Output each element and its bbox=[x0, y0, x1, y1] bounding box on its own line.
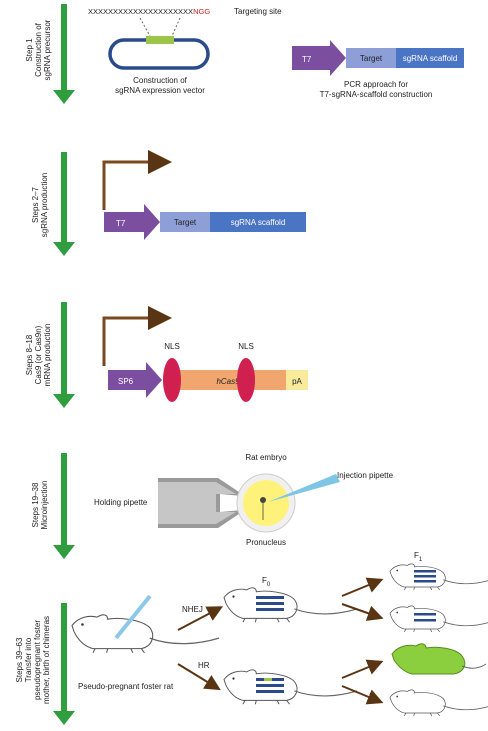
svg-text:Pseudo-pregnant foster rat: Pseudo-pregnant foster rat bbox=[78, 682, 174, 691]
nhej-path: NHEJ bbox=[177, 605, 224, 631]
svg-text:sgRNA production: sgRNA production bbox=[40, 173, 49, 237]
sgrna-expression-vector: Construction of sgRNA expression vector bbox=[108, 36, 210, 95]
svg-text:HR: HR bbox=[198, 661, 210, 670]
svg-text:Steps 19–38: Steps 19–38 bbox=[31, 482, 40, 527]
svg-text:sgRNA scaffold: sgRNA scaffold bbox=[231, 218, 286, 227]
holding-pipette: Holding pipette bbox=[94, 478, 242, 528]
svg-text:Target: Target bbox=[360, 54, 383, 63]
step-1-label: Step 1 Construction of sgRNA precursor bbox=[25, 19, 52, 80]
svg-text:Steps 39–63: Steps 39–63 bbox=[15, 637, 24, 682]
pcr-t7-construct: T7 Target sgRNA scaffold PCR approach fo… bbox=[292, 40, 464, 99]
svg-text:mRNA production: mRNA production bbox=[43, 324, 52, 387]
svg-text:Steps 2–7: Steps 2–7 bbox=[31, 186, 40, 223]
svg-text:Transfer into: Transfer into bbox=[24, 637, 33, 682]
svg-text:pA: pA bbox=[292, 377, 302, 386]
svg-text:Construction of: Construction of bbox=[34, 22, 43, 77]
foster-rat: Pseudo-pregnant foster rat bbox=[71, 594, 220, 691]
f1-rat-4 bbox=[389, 689, 488, 717]
svg-text:Targeting site: Targeting site bbox=[234, 7, 282, 16]
step-5-label: Steps 39–63 Transfer into pseudopregnant… bbox=[15, 616, 51, 704]
sp6-promoter-arrow bbox=[102, 306, 172, 366]
svg-text:T7: T7 bbox=[116, 219, 126, 228]
svg-text:T7-sgRNA-scaffold construction: T7-sgRNA-scaffold construction bbox=[320, 90, 433, 99]
svg-text:Construction of: Construction of bbox=[133, 76, 188, 85]
svg-text:T7: T7 bbox=[302, 55, 312, 64]
f0-nhej-rat bbox=[223, 587, 358, 623]
svg-text:NLS: NLS bbox=[238, 342, 254, 351]
svg-text:sgRNA expression vector: sgRNA expression vector bbox=[115, 86, 205, 95]
f1-rat-2 bbox=[389, 605, 488, 633]
step-arrow-3 bbox=[53, 302, 75, 408]
rat-embryo: Rat embryo bbox=[236, 453, 296, 533]
svg-text:sgRNA scaffold: sgRNA scaffold bbox=[403, 54, 458, 63]
svg-text:F0: F0 bbox=[262, 576, 271, 588]
svg-text:Cas9 (or Cas9n): Cas9 (or Cas9n) bbox=[34, 325, 43, 384]
f0-hr-rat bbox=[223, 669, 358, 705]
svg-text:sgRNA precursor: sgRNA precursor bbox=[43, 19, 52, 80]
svg-text:XXXXXXXXXXXXXXXXXXXXXNGG: XXXXXXXXXXXXXXXXXXXXXNGG bbox=[88, 7, 210, 16]
f1-rat-green bbox=[391, 643, 487, 675]
cas9-construct: SP6 hCas9 pA NLS NLS bbox=[108, 342, 308, 402]
svg-text:pseudopregnant foster: pseudopregnant foster bbox=[33, 620, 42, 700]
step-arrow-2 bbox=[53, 152, 75, 256]
svg-text:NHEJ: NHEJ bbox=[182, 605, 203, 614]
t7-sgrna-construct: T7 Target sgRNA scaffold bbox=[104, 204, 306, 240]
step-arrow-4 bbox=[53, 453, 75, 559]
svg-text:Microinjection: Microinjection bbox=[40, 481, 49, 530]
svg-text:Pronucleus: Pronucleus bbox=[246, 538, 286, 547]
step-3-label: Steps 8–18 Cas9 (or Cas9n) mRNA producti… bbox=[25, 324, 52, 387]
svg-text:hCas9: hCas9 bbox=[216, 377, 240, 386]
svg-text:Rat embryo: Rat embryo bbox=[245, 453, 287, 462]
step-2-label: Steps 2–7 sgRNA production bbox=[31, 173, 49, 237]
f0-label: F0 bbox=[262, 576, 271, 588]
svg-text:SP6: SP6 bbox=[118, 377, 134, 386]
t7-promoter-arrow bbox=[102, 150, 172, 210]
svg-text:PCR approach for: PCR approach for bbox=[344, 80, 408, 89]
svg-text:Target: Target bbox=[174, 218, 197, 227]
step-arrow-1 bbox=[53, 4, 75, 104]
svg-text:Injection pipette: Injection pipette bbox=[337, 471, 394, 480]
svg-text:Holding pipette: Holding pipette bbox=[94, 498, 148, 507]
f1-rat-1 bbox=[389, 563, 488, 591]
svg-text:Steps 8–18: Steps 8–18 bbox=[25, 334, 34, 375]
svg-text:Step 1: Step 1 bbox=[25, 38, 34, 62]
svg-text:NLS: NLS bbox=[164, 342, 180, 351]
step-arrow-5 bbox=[53, 603, 75, 725]
f1-label: F1 bbox=[414, 551, 423, 563]
step-4-label: Steps 19–38 Microinjection bbox=[31, 481, 49, 530]
f1-arrows bbox=[341, 577, 384, 705]
svg-text:mother, birth of chimeras: mother, birth of chimeras bbox=[42, 616, 51, 704]
pronucleus-label: Pronucleus bbox=[246, 503, 286, 547]
injection-pipette: Injection pipette bbox=[268, 471, 394, 502]
hr-path: HR bbox=[177, 661, 221, 691]
targeting-sequence: XXXXXXXXXXXXXXXXXXXXXNGG Targeting site bbox=[88, 7, 282, 37]
svg-text:F1: F1 bbox=[414, 551, 423, 563]
